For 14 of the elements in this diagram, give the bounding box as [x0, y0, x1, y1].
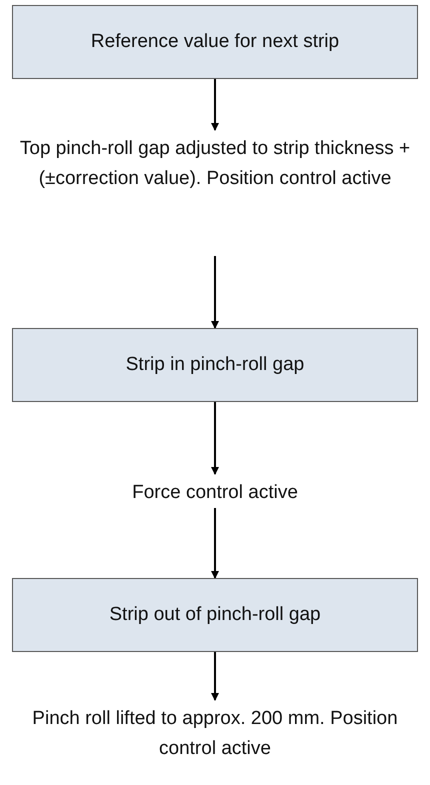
- box-label: Strip in pinch-roll gap: [126, 353, 304, 377]
- arrow: [211, 508, 219, 579]
- process-box: [12, 328, 418, 402]
- box-label: Strip out of pinch-roll gap: [109, 603, 321, 627]
- process-box: [12, 5, 418, 79]
- arrow: [211, 79, 219, 131]
- box-label: Reference value for next strip: [90, 30, 340, 54]
- step-text: Top pinch-roll gap adjusted to strip thickness + (±correction value). Position control active: [18, 137, 412, 191]
- step-text: Force control active: [132, 481, 298, 505]
- arrow: [211, 652, 219, 701]
- arrow: [211, 402, 219, 475]
- arrow: [211, 256, 219, 329]
- step-text: Pinch roll lifted to approx. 200 mm. Position control active: [31, 707, 399, 761]
- process-box: [12, 578, 418, 652]
